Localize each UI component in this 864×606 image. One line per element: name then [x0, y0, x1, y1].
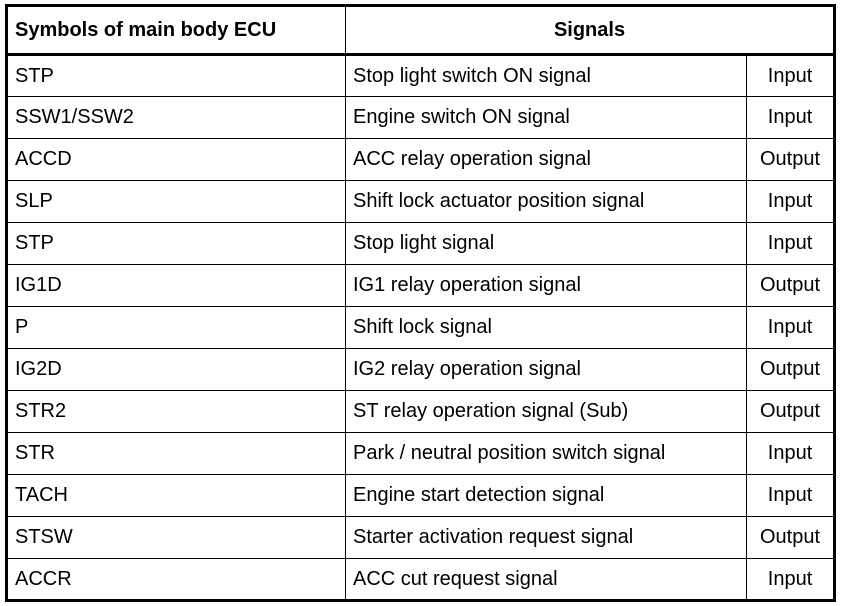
cell-signal-description: ACC cut request signal	[345, 558, 747, 601]
cell-signal-direction: Output	[745, 264, 836, 307]
cell-symbol: ACCD	[6, 138, 346, 181]
cell-signal-description: Starter activation request signal	[345, 516, 747, 559]
cell-signal-description: ST relay operation signal (Sub)	[345, 390, 747, 433]
cell-symbol: TACH	[6, 474, 346, 517]
cell-symbol: ACCR	[6, 558, 346, 601]
cell-signal-description: Shift lock actuator position signal	[345, 180, 747, 223]
cell-symbol: STP	[6, 54, 346, 97]
cell-signal-description: Park / neutral position switch signal	[345, 432, 747, 475]
column-header-symbols: Symbols of main body ECU	[6, 5, 346, 56]
cell-symbol: STR	[6, 432, 346, 475]
header-row: Symbols of main body ECU Signals	[6, 5, 836, 56]
table-header: Symbols of main body ECU Signals	[6, 5, 836, 56]
cell-signal-direction: Input	[745, 180, 836, 223]
cell-signal-description: IG1 relay operation signal	[345, 264, 747, 307]
cell-signal-direction: Input	[745, 432, 836, 475]
cell-signal-direction: Input	[745, 222, 836, 265]
cell-signal-description: Engine switch ON signal	[345, 96, 747, 139]
cell-signal-description: Stop light switch ON signal	[345, 54, 747, 97]
cell-signal-description: Engine start detection signal	[345, 474, 747, 517]
cell-symbol: STSW	[6, 516, 346, 559]
cell-signal-description: IG2 relay operation signal	[345, 348, 747, 391]
cell-signal-direction: Input	[745, 96, 836, 139]
cell-symbol: STP	[6, 222, 346, 265]
cell-symbol: SLP	[6, 180, 346, 223]
cell-signal-direction: Output	[745, 390, 836, 433]
cell-signal-direction: Output	[745, 138, 836, 181]
cell-signal-description: ACC relay operation signal	[345, 138, 747, 181]
cell-signal-description: Shift lock signal	[345, 306, 747, 349]
cell-signal-description: Stop light signal	[345, 222, 747, 265]
cell-signal-direction: Input	[745, 306, 836, 349]
cell-symbol: SSW1/SSW2	[6, 96, 346, 139]
cell-symbol: IG1D	[6, 264, 346, 307]
cell-symbol: IG2D	[6, 348, 346, 391]
cell-signal-direction: Input	[745, 558, 836, 601]
cell-signal-direction: Output	[745, 348, 836, 391]
cell-signal-direction: Input	[745, 474, 836, 517]
cell-signal-direction: Output	[745, 516, 836, 559]
cell-symbol: P	[6, 306, 346, 349]
cell-signal-direction: Input	[745, 54, 836, 97]
cell-symbol: STR2	[6, 390, 346, 433]
column-header-signals: Signals	[344, 5, 836, 56]
